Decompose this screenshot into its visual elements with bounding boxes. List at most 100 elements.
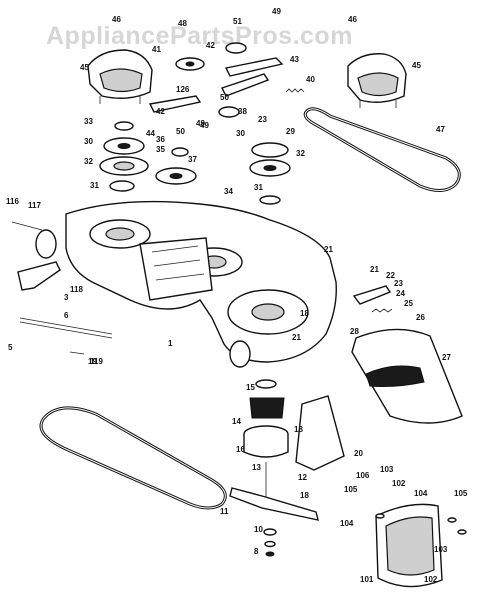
callout-31: 31 — [254, 183, 263, 192]
callout-48: 48 — [178, 19, 187, 28]
deck-hanger-bracket[interactable] — [11, 221, 113, 355]
pulley-stack-left[interactable] — [99, 121, 149, 192]
left-pulley-cover[interactable] — [87, 49, 153, 104]
callout-106: 106 — [356, 471, 370, 480]
callout-3: 3 — [64, 293, 69, 302]
deck-belt-lower[interactable] — [39, 406, 227, 510]
callout-29: 29 — [286, 127, 295, 136]
callout-119: 119 — [90, 357, 103, 366]
callout-23: 23 — [394, 279, 403, 288]
callout-44: 44 — [146, 129, 155, 138]
callout-11: 11 — [220, 507, 229, 516]
callout-23: 23 — [258, 115, 267, 124]
callout-103: 103 — [380, 465, 394, 474]
callout-10: 10 — [254, 525, 263, 534]
callout-38: 38 — [238, 107, 247, 116]
callout-49: 49 — [196, 119, 205, 128]
callout-26: 26 — [416, 313, 425, 322]
callout-50: 50 — [176, 127, 185, 136]
callout-46: 46 — [348, 15, 357, 24]
callout-46: 46 — [112, 15, 121, 24]
callout-36: 36 — [156, 135, 165, 144]
callout-18: 18 — [294, 425, 303, 434]
callout-42: 42 — [206, 41, 215, 50]
callout-33: 33 — [84, 117, 93, 126]
spindle-pulley[interactable] — [249, 379, 285, 419]
pulley-stack-center[interactable] — [155, 147, 197, 185]
callout-42: 42 — [156, 107, 165, 116]
callout-15: 15 — [246, 383, 255, 392]
callout-43: 43 — [290, 55, 299, 64]
callout-16: 16 — [236, 445, 245, 454]
callout-21: 21 — [292, 333, 301, 342]
deck-wheel-right[interactable] — [229, 340, 251, 368]
blade-hardware[interactable] — [263, 528, 277, 557]
callout-6: 6 — [64, 311, 69, 320]
callout-50: 50 — [220, 93, 229, 102]
mulch-plate-hardware[interactable] — [375, 513, 467, 535]
spindle-housing[interactable] — [243, 425, 289, 500]
right-pulley-cover[interactable] — [347, 53, 407, 108]
callout-102: 102 — [424, 575, 438, 584]
callout-101: 101 — [360, 575, 374, 584]
callout-49: 49 — [200, 121, 209, 130]
callout-30: 30 — [84, 137, 93, 146]
discharge-deflector[interactable] — [351, 328, 463, 424]
callout-18: 18 — [300, 491, 309, 500]
callout-12: 12 — [298, 473, 307, 482]
callout-117: 117 — [28, 201, 41, 210]
callout-105: 105 — [454, 489, 468, 498]
watermark: AppliancePartsPros.com — [46, 22, 353, 50]
callout-104: 104 — [414, 489, 428, 498]
callout-18: 18 — [300, 309, 309, 318]
pulley-stack-right[interactable] — [249, 142, 291, 205]
callout-28: 28 — [350, 327, 359, 336]
callout-104: 104 — [340, 519, 354, 528]
callout-1: 1 — [168, 339, 173, 348]
callout-102: 102 — [392, 479, 406, 488]
tension-spring[interactable] — [285, 88, 305, 93]
callout-21: 21 — [324, 245, 333, 254]
callout-labels: 1356810111213141516181818192021212122232… — [6, 7, 468, 584]
callout-19: 19 — [88, 357, 97, 366]
callout-21: 21 — [370, 265, 379, 274]
callout-14: 14 — [232, 417, 241, 426]
callout-47: 47 — [436, 125, 445, 134]
idler-arm-bracket[interactable] — [148, 57, 284, 113]
callout-30: 30 — [236, 129, 245, 138]
callout-45: 45 — [412, 61, 421, 70]
spindle-bracket-right[interactable] — [295, 395, 345, 471]
callout-32: 32 — [84, 157, 93, 166]
callout-34: 34 — [224, 187, 233, 196]
callout-41: 41 — [152, 45, 161, 54]
callout-32: 32 — [296, 149, 305, 158]
callout-20: 20 — [354, 449, 363, 458]
callout-118: 118 — [70, 285, 83, 294]
callout-37: 37 — [188, 155, 197, 164]
callout-31: 31 — [90, 181, 99, 190]
deck-wheel-left[interactable] — [35, 229, 57, 259]
callout-49: 49 — [272, 7, 281, 16]
callout-126: 126 — [176, 85, 190, 94]
callout-27: 27 — [442, 353, 451, 362]
callout-22: 22 — [386, 271, 395, 280]
callout-51: 51 — [233, 17, 242, 26]
callout-24: 24 — [396, 289, 405, 298]
callout-13: 13 — [252, 463, 261, 472]
callout-8: 8 — [254, 547, 259, 556]
callout-40: 40 — [306, 75, 315, 84]
callout-5: 5 — [8, 343, 13, 352]
idler-pulley-top[interactable] — [175, 57, 205, 71]
callout-105: 105 — [344, 485, 358, 494]
mower-blade[interactable] — [229, 487, 319, 521]
idler-pulley-top-right[interactable] — [218, 42, 247, 118]
callout-45: 45 — [80, 63, 89, 72]
deflector-bracket[interactable] — [352, 285, 393, 313]
mower-deck-housing[interactable] — [65, 200, 337, 363]
callout-103: 103 — [434, 545, 448, 554]
callout-25: 25 — [404, 299, 413, 308]
drive-belt-upper[interactable] — [303, 107, 461, 192]
mulch-plate[interactable] — [375, 503, 443, 588]
callout-35: 35 — [156, 145, 165, 154]
